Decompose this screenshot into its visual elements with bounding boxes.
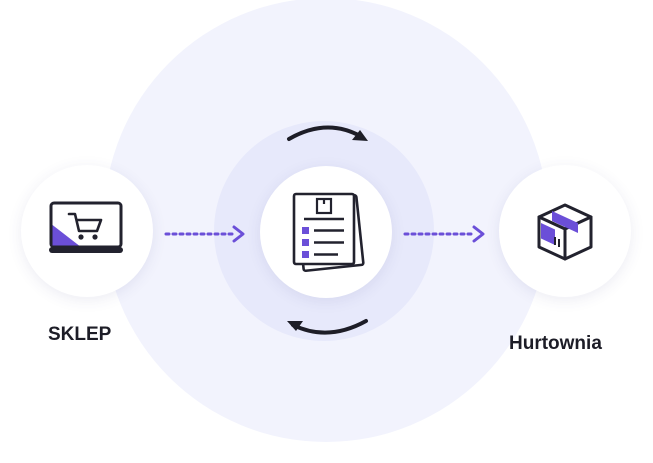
wholesaler-node <box>499 165 631 297</box>
laptop-cart-icon <box>49 201 123 253</box>
wholesaler-label: Hurtownia <box>509 333 602 354</box>
shop-node <box>21 165 153 297</box>
clockwise-bottom-arrow-icon <box>287 319 368 335</box>
clockwise-top-arrow-icon <box>287 125 368 141</box>
shop-label: SKLEP <box>48 324 112 345</box>
documents-node <box>260 166 392 298</box>
dotted-arrow-documents-to-wholesaler <box>403 225 485 243</box>
package-box-icon <box>537 203 593 261</box>
document-list-icon <box>292 192 365 273</box>
dotted-arrow-shop-to-documents <box>164 225 245 243</box>
